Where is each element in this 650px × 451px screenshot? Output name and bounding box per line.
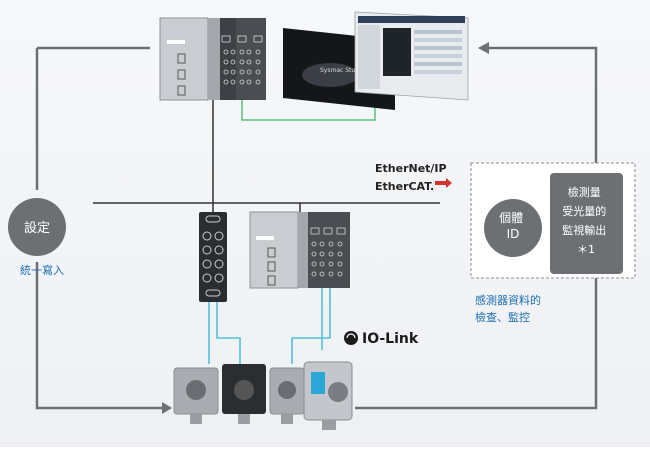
pc-connection-line <box>241 96 376 121</box>
io-link-cables <box>208 288 331 364</box>
check-monitor-line-1: 感測器資料的 <box>475 294 541 307</box>
ethercat-logo: EtherCAT. <box>375 180 434 193</box>
monitor-label: 檢測量 受光量的 監視輸出 ＊1 <box>562 185 610 256</box>
check-monitor-label: 感測器資料的 檢查、監控 <box>475 292 541 326</box>
settings-label: 設定 <box>24 220 50 236</box>
io-link-logo: IO-Link <box>344 331 419 347</box>
io-link-unit <box>249 211 350 289</box>
protocol-arrow-icon <box>435 178 452 188</box>
monitor-output-box <box>550 173 623 274</box>
io-link-text: IO-Link <box>362 331 419 347</box>
software-screens: Sysmac Studio <box>283 11 469 110</box>
studio-screen-text: Sysmac Studio <box>320 67 365 74</box>
io-link-icon <box>344 331 358 345</box>
arrow-to-software <box>478 42 489 54</box>
network-logos: EtherNet/IP EtherCAT. <box>375 162 452 193</box>
sensors <box>173 361 353 430</box>
check-monitor-line-2: 檢查、監控 <box>475 311 530 324</box>
settings-node: 設定 <box>8 198 66 256</box>
flow-loop <box>35 42 598 414</box>
io-link-master <box>199 212 227 302</box>
id-label: 個體 ID <box>499 211 527 241</box>
ethernet-ip-logo: EtherNet/IP <box>375 162 447 175</box>
monitoring-panel: 個體 ID 檢測量 受光量的 監視輸出 ＊1 <box>470 162 636 279</box>
plc-controller <box>159 17 266 101</box>
arrow-to-sensors <box>162 402 172 414</box>
batch-write-label: 統一寫入 <box>20 264 64 277</box>
id-node <box>484 199 542 257</box>
